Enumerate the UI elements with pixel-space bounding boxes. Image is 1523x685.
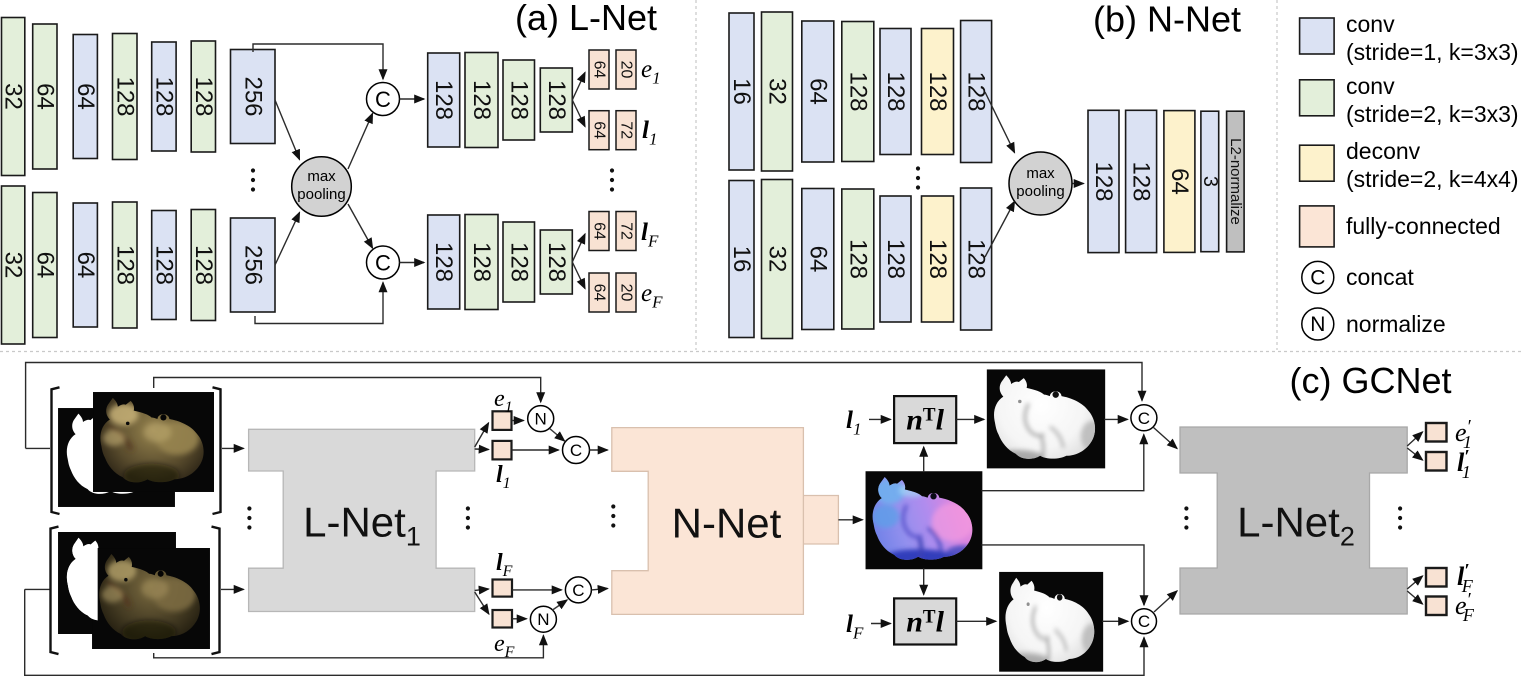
svg-text:64: 64 xyxy=(72,252,99,279)
svg-text:64: 64 xyxy=(31,83,58,110)
svg-text:L-Net2: L-Net2 xyxy=(1237,499,1355,552)
svg-text:128: 128 xyxy=(543,242,570,282)
svg-text:128: 128 xyxy=(844,239,871,279)
svg-text:32: 32 xyxy=(0,83,27,110)
svg-text:(stride=2, k=4x4): (stride=2, k=4x4) xyxy=(1346,166,1519,192)
svg-text:normalize: normalize xyxy=(1346,311,1446,337)
svg-text:conv: conv xyxy=(1346,11,1395,37)
svg-text:32: 32 xyxy=(0,252,27,279)
svg-text:C: C xyxy=(375,87,391,112)
svg-text:(b) N-Net: (b) N-Net xyxy=(1093,0,1241,40)
svg-text:128: 128 xyxy=(963,239,990,279)
svg-text:C: C xyxy=(572,581,584,600)
svg-text:32: 32 xyxy=(764,78,791,105)
svg-text:72: 72 xyxy=(618,121,635,139)
svg-text:128: 128 xyxy=(924,239,951,279)
svg-text:C: C xyxy=(1310,266,1325,289)
svg-text:e′F: e′F xyxy=(1455,590,1475,625)
svg-text:32: 32 xyxy=(764,246,791,273)
svg-text:64: 64 xyxy=(804,246,831,273)
svg-text:128: 128 xyxy=(468,242,495,282)
svg-text:concat: concat xyxy=(1346,264,1414,290)
svg-text:(stride=2, k=3x3): (stride=2, k=3x3) xyxy=(1346,101,1519,127)
svg-text:conv: conv xyxy=(1346,73,1395,99)
svg-text:64: 64 xyxy=(72,83,99,110)
svg-text:128: 128 xyxy=(190,76,217,116)
svg-text:64: 64 xyxy=(31,252,58,279)
svg-text:64: 64 xyxy=(591,222,608,240)
svg-text:128: 128 xyxy=(924,71,951,111)
svg-text:e′1: e′1 xyxy=(1455,417,1472,452)
svg-text:max: max xyxy=(1026,165,1055,182)
svg-text:128: 128 xyxy=(1128,161,1155,201)
svg-text:20: 20 xyxy=(618,284,635,302)
svg-text:128: 128 xyxy=(111,76,138,116)
svg-text:C: C xyxy=(375,251,391,276)
svg-text:128: 128 xyxy=(882,239,909,279)
svg-text:72: 72 xyxy=(618,222,635,240)
svg-text:L-Net1: L-Net1 xyxy=(303,499,421,552)
svg-text:L2-normalize: L2-normalize xyxy=(1227,138,1244,225)
svg-text:N: N xyxy=(1310,313,1325,336)
svg-text:128: 128 xyxy=(505,80,532,120)
svg-text:128: 128 xyxy=(190,245,217,285)
svg-text:128: 128 xyxy=(1090,161,1117,201)
svg-text:128: 128 xyxy=(963,71,990,111)
svg-text:(stride=1, k=3x3): (stride=1, k=3x3) xyxy=(1346,39,1519,65)
svg-text:128: 128 xyxy=(430,242,457,282)
svg-text:128: 128 xyxy=(505,242,532,282)
svg-text:16: 16 xyxy=(728,246,755,273)
svg-text:fully-connected: fully-connected xyxy=(1346,213,1501,239)
svg-text:C: C xyxy=(1138,612,1150,631)
svg-text:64: 64 xyxy=(804,78,831,105)
svg-text:C: C xyxy=(1138,409,1150,428)
svg-text:pooling: pooling xyxy=(297,186,345,203)
svg-text:128: 128 xyxy=(150,245,177,285)
svg-text:(c) GCNet: (c) GCNet xyxy=(1290,360,1452,401)
svg-text:128: 128 xyxy=(150,76,177,116)
svg-text:N-Net: N-Net xyxy=(672,499,782,546)
svg-text:max: max xyxy=(307,168,336,185)
svg-text:256: 256 xyxy=(239,76,266,116)
svg-text:128: 128 xyxy=(111,245,138,285)
svg-text:pooling: pooling xyxy=(1016,183,1064,200)
svg-text:64: 64 xyxy=(591,61,608,79)
svg-text:(a) L-Net: (a) L-Net xyxy=(515,0,657,38)
svg-text:64: 64 xyxy=(591,121,608,139)
svg-text:C: C xyxy=(570,441,582,460)
svg-text:256: 256 xyxy=(239,245,266,285)
svg-text:3: 3 xyxy=(1199,176,1221,187)
svg-text:128: 128 xyxy=(468,80,495,120)
svg-text:64: 64 xyxy=(1166,168,1193,195)
svg-text:N: N xyxy=(535,410,547,429)
svg-text:deconv: deconv xyxy=(1346,138,1421,164)
svg-text:20: 20 xyxy=(618,61,635,79)
svg-text:128: 128 xyxy=(882,71,909,111)
svg-text:16: 16 xyxy=(728,78,755,105)
svg-text:N: N xyxy=(537,610,549,629)
svg-text:l′1: l′1 xyxy=(1457,447,1471,482)
svg-text:128: 128 xyxy=(844,71,871,111)
svg-text:128: 128 xyxy=(543,80,570,120)
svg-text:64: 64 xyxy=(591,284,608,302)
svg-text:128: 128 xyxy=(430,80,457,120)
